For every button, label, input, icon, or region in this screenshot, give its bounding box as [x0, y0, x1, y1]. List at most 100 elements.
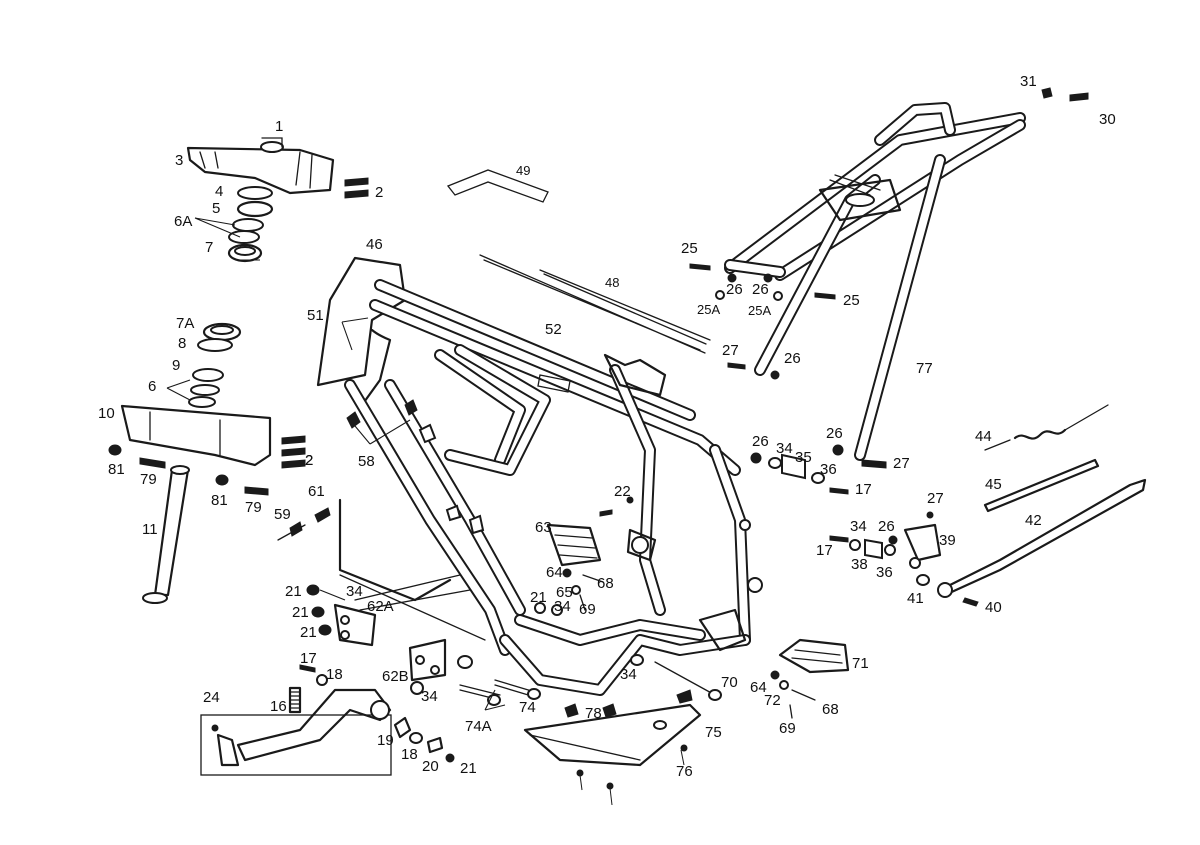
callout-label: 74A — [465, 718, 492, 735]
callout-label: 2 — [375, 184, 383, 201]
callout-label: 81 — [211, 492, 228, 509]
callout-label: 59 — [274, 506, 291, 523]
callout-label: 9 — [172, 357, 180, 374]
callout-label: 41 — [907, 590, 924, 607]
callout-label: 77 — [916, 360, 933, 377]
callout-label: 27 — [722, 342, 739, 359]
callout-label: 3 — [175, 152, 183, 169]
callout-label: 21 — [292, 604, 309, 621]
callout-label: 69 — [779, 720, 796, 737]
callout-label: 48 — [605, 275, 619, 290]
callout-label: 16 — [270, 698, 287, 715]
callout-label: 19 — [377, 732, 394, 749]
callout-label: 5 — [212, 200, 220, 217]
callout-label: 52 — [545, 321, 562, 338]
callout-label: 45 — [985, 476, 1002, 493]
lower-triple-clamp — [108, 322, 306, 604]
callout-label: 21 — [530, 589, 547, 606]
callout-labels: 1 2 3 4 5 6A 7 2 46 49 48 52 51 7A 8 9 6… — [98, 73, 1116, 780]
left-fasteners — [277, 498, 486, 647]
callout-label: 39 — [939, 532, 956, 549]
callout-label: 25A — [748, 303, 771, 318]
callout-label: 10 — [98, 405, 115, 422]
swingarm-mount-parts — [408, 602, 722, 706]
callout-label: 44 — [975, 428, 992, 445]
callout-label: 26 — [752, 433, 769, 450]
callout-label: 20 — [422, 758, 439, 775]
callout-label: 68 — [597, 575, 614, 592]
callout-label: 18 — [401, 746, 418, 763]
callout-label: 7A — [176, 315, 194, 332]
callout-label: 62B — [382, 668, 409, 685]
callout-label: 27 — [893, 455, 910, 472]
subframe-lower-mount — [750, 444, 887, 495]
callout-label: 64 — [546, 564, 563, 581]
callout-label: 2 — [305, 452, 313, 469]
callout-label: 17 — [816, 542, 833, 559]
callout-label: 21 — [460, 760, 477, 777]
kickstand-group — [829, 404, 1147, 607]
rear-subframe — [689, 87, 1089, 461]
callout-label: 26 — [878, 518, 895, 535]
callout-label: 17 — [855, 481, 872, 498]
callout-label: 11 — [142, 521, 158, 538]
callout-label: 68 — [822, 701, 839, 718]
callout-label: 4 — [215, 183, 223, 200]
callout-label: 78 — [585, 705, 602, 722]
callout-label: 76 — [676, 763, 693, 780]
callout-label: 34 — [850, 518, 867, 535]
callout-label: 61 — [308, 483, 325, 500]
left-footpeg — [546, 523, 604, 611]
callout-label: 35 — [795, 449, 812, 466]
callout-label: 40 — [985, 599, 1002, 616]
callout-label: 6A — [174, 213, 192, 230]
callout-label: 6 — [148, 378, 156, 395]
callout-label: 21 — [300, 624, 317, 641]
callout-label: 58 — [358, 453, 375, 470]
callout-label: 49 — [516, 163, 530, 178]
callout-label: 18 — [326, 666, 343, 683]
callout-label: 34 — [421, 688, 438, 705]
callout-label: 51 — [307, 307, 324, 324]
callout-label: 1 — [275, 118, 283, 135]
callout-label: 81 — [108, 461, 125, 478]
brake-pedal-group — [200, 664, 455, 776]
callout-label: 36 — [820, 461, 837, 478]
main-frame — [316, 256, 763, 767]
decal-48 — [479, 254, 711, 354]
callout-label: 70 — [721, 674, 738, 691]
callout-label: 64 — [750, 679, 767, 696]
callout-label: 79 — [140, 471, 157, 488]
callout-label: 75 — [705, 724, 722, 741]
callout-label: 22 — [614, 483, 631, 500]
frame-fasteners — [346, 399, 693, 806]
leader-lines — [166, 217, 506, 711]
callout-label: 34 — [554, 598, 571, 615]
callout-label: 25 — [681, 240, 698, 257]
callout-label: 25A — [697, 302, 720, 317]
right-footpeg — [770, 638, 850, 719]
decal-49 — [446, 169, 549, 203]
callout-label: 7 — [205, 239, 213, 256]
callout-label: 38 — [851, 556, 868, 573]
callout-label: 72 — [764, 692, 781, 709]
callout-label: 30 — [1099, 111, 1116, 128]
callout-label: 34 — [776, 440, 793, 457]
callout-label: 36 — [876, 564, 893, 581]
callout-label: 26 — [784, 350, 801, 367]
callout-label: 74 — [519, 699, 536, 716]
callout-label: 34 — [620, 666, 637, 683]
callout-label: 69 — [579, 601, 596, 618]
callout-label: 27 — [927, 490, 944, 507]
callout-label: 26 — [826, 425, 843, 442]
callout-label: 62A — [367, 598, 394, 615]
callout-label: 26 — [726, 281, 743, 298]
steering-bearing-stack-upper — [227, 186, 274, 263]
callout-label: 46 — [366, 236, 383, 253]
callout-label: 8 — [178, 335, 186, 352]
callout-label: 26 — [752, 281, 769, 298]
callout-label: 71 — [852, 655, 869, 672]
callout-label: 24 — [203, 689, 220, 706]
callout-label: 25 — [843, 292, 860, 309]
